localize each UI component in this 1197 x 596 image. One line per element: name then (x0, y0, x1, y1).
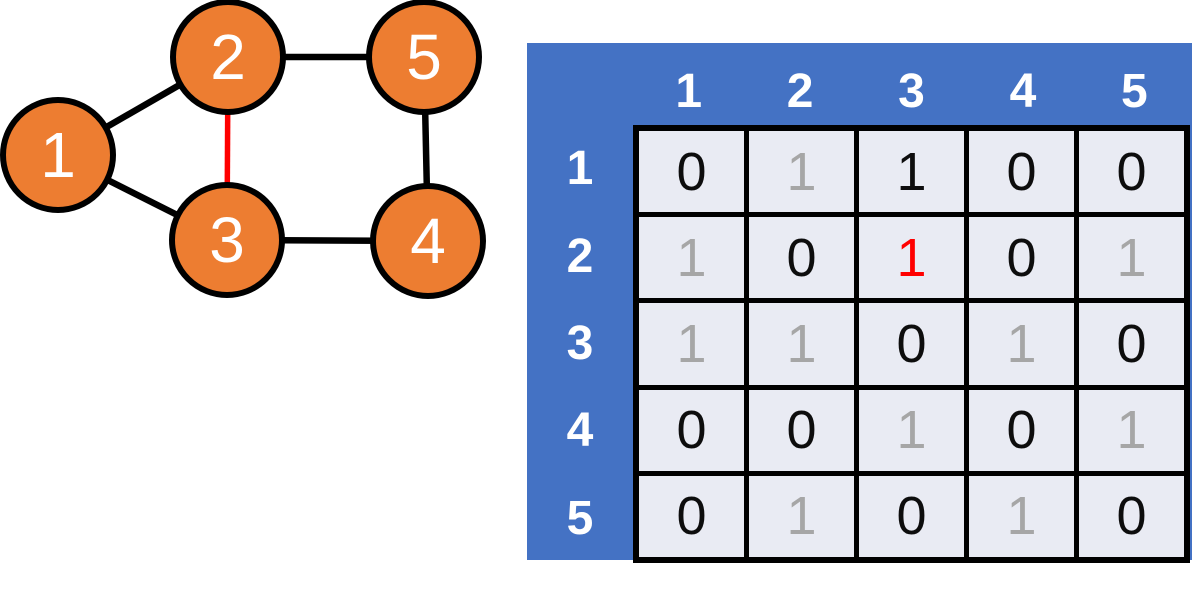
graph-diagram: 1 2 3 4 5 (0, 0, 486, 299)
matrix-cell-1-2: 1 (749, 131, 854, 213)
matrix-cell-5-4: 1 (969, 475, 1074, 557)
graph-node-label-5: 5 (406, 21, 442, 93)
matrix-cell-3-3: 0 (859, 303, 964, 385)
matrix-row-header-2: 2 (566, 229, 594, 283)
matrix-cell-4-1: 0 (639, 389, 744, 471)
matrix-row-headers: 1 2 3 4 5 (527, 125, 633, 562)
matrix-cell-2-3: 1 (859, 217, 964, 299)
graph-node-label-1: 1 (40, 119, 76, 191)
matrix-cell-3-5: 0 (1079, 303, 1184, 385)
graph-node-label-2: 2 (210, 21, 246, 93)
matrix-col-header-1: 1 (675, 64, 703, 118)
matrix-col-header-3: 3 (898, 64, 925, 118)
graph-node-label-3: 3 (209, 204, 245, 276)
matrix-row-header-1: 1 (566, 142, 594, 196)
matrix-cell-4-5: 1 (1079, 389, 1184, 471)
matrix-cell-4-4: 0 (969, 389, 1074, 471)
graph-node-label-4: 4 (410, 205, 446, 277)
graph-node-3 (169, 182, 285, 298)
matrix-cell-1-4: 0 (969, 131, 1074, 213)
matrix-cell-2-5: 1 (1079, 217, 1184, 299)
matrix-cell-3-1: 1 (639, 303, 744, 385)
matrix-cell-2-1: 1 (639, 217, 744, 299)
matrix-row-header-5: 5 (566, 491, 594, 545)
matrix-cell-5-3: 0 (859, 475, 964, 557)
matrix-col-header-5: 5 (1120, 64, 1148, 118)
matrix-cell-3-4: 1 (969, 303, 1074, 385)
matrix-cell-2-4: 0 (969, 217, 1074, 299)
matrix-cell-3-2: 1 (749, 303, 854, 385)
matrix-cell-5-1: 0 (639, 475, 744, 557)
matrix-row-header-3: 3 (566, 317, 594, 371)
graph-node-2 (170, 0, 286, 115)
graph-node-1 (0, 97, 116, 213)
matrix-cell-4-3: 1 (859, 389, 964, 471)
matrix-cell-1-1: 0 (639, 131, 744, 213)
matrix-column-headers: 1 2 3 4 5 (633, 43, 1190, 125)
matrix-cell-2-2: 0 (749, 217, 854, 299)
matrix-row-header-4: 4 (566, 404, 594, 458)
matrix-col-header-2: 2 (786, 64, 814, 118)
graph-node-4 (370, 183, 486, 299)
matrix-cell-4-2: 0 (749, 389, 854, 471)
matrix-col-header-4: 4 (1009, 64, 1037, 118)
matrix-cell-1-3: 1 (859, 131, 964, 213)
matrix-cell-1-5: 0 (1079, 131, 1184, 213)
matrix-cell-5-5: 0 (1079, 475, 1184, 557)
graph-node-5 (366, 0, 482, 115)
matrix-cell-5-2: 1 (749, 475, 854, 557)
